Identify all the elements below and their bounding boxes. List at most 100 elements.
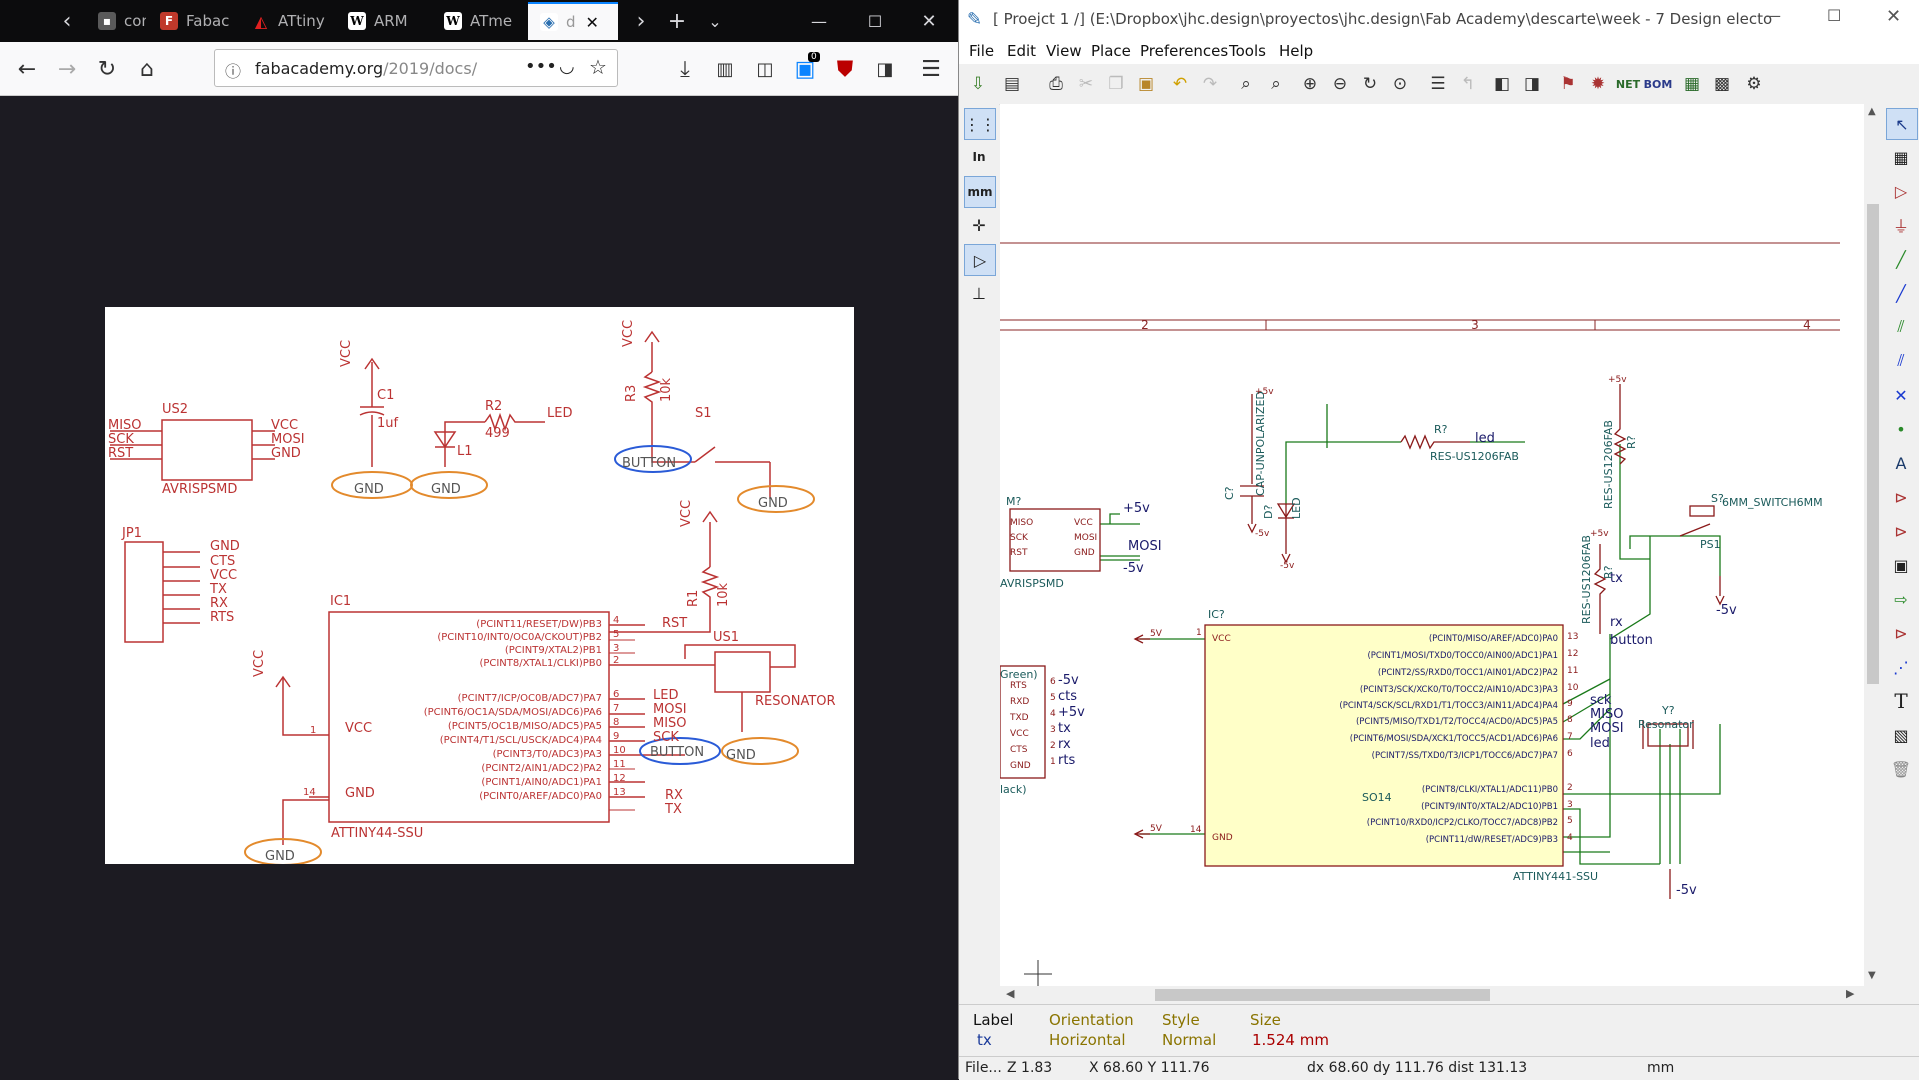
copy-icon[interactable]: ❐: [1101, 69, 1131, 99]
scripting-icon[interactable]: ⚙: [1739, 69, 1769, 99]
reader-icon[interactable]: ◨: [868, 52, 902, 86]
sheet-setup-icon[interactable]: ▤: [997, 69, 1027, 99]
schematic-canvas[interactable]: 2 3 4: [1000, 104, 1882, 990]
pocket-icon[interactable]: ◡: [559, 56, 575, 77]
maximize-icon[interactable]: ☐: [1827, 6, 1841, 25]
page-actions-icon[interactable]: •••: [525, 56, 557, 77]
add-hier-label-icon[interactable]: ⊳: [1886, 516, 1916, 546]
info-icon[interactable]: ⓘ: [225, 58, 241, 82]
menu-edit[interactable]: Edit: [1007, 42, 1036, 60]
vertical-scrollbar[interactable]: ▲ ▼: [1864, 104, 1882, 990]
back-icon[interactable]: ←: [10, 52, 44, 86]
library-icon[interactable]: ▥: [708, 52, 742, 86]
bus-to-bus-icon[interactable]: ⫽: [1886, 346, 1916, 376]
list-tabs-icon[interactable]: ⌄: [700, 6, 730, 36]
import-sheet-pin-icon[interactable]: ⇨: [1886, 584, 1916, 614]
reload-icon[interactable]: ↻: [90, 52, 124, 86]
bookmark-star-icon[interactable]: ☆: [589, 55, 607, 79]
delete-icon[interactable]: 🗑: [1886, 754, 1916, 784]
zoom-out-icon[interactable]: ⊖: [1325, 69, 1355, 99]
highlight-net-icon[interactable]: ▦: [1886, 142, 1916, 172]
add-bus-icon[interactable]: ╱: [1886, 278, 1916, 308]
redo-icon[interactable]: ↷: [1195, 69, 1225, 99]
paste-icon[interactable]: ▣: [1131, 69, 1161, 99]
tab-scroll-left-icon[interactable]: ‹: [52, 6, 82, 36]
home-icon[interactable]: ⌂: [130, 52, 164, 86]
forward-icon[interactable]: →: [50, 52, 84, 86]
add-sheet-pin-icon[interactable]: ⊳: [1886, 618, 1916, 648]
zoom-fit-icon[interactable]: ⊙: [1385, 69, 1415, 99]
ublock-icon[interactable]: ⛊: [828, 52, 862, 86]
extension-icon[interactable]: ▣0: [788, 52, 822, 86]
add-wire-icon[interactable]: ╱: [1886, 244, 1916, 274]
orthogonal-icon[interactable]: ⊥: [964, 278, 994, 308]
maximize-icon[interactable]: ☐: [860, 6, 890, 36]
add-symbol-icon[interactable]: ▷: [1886, 176, 1916, 206]
url-text[interactable]: fabacademy.org/2019/docs/: [255, 59, 477, 78]
add-label-icon[interactable]: A: [1886, 448, 1916, 478]
minimize-icon[interactable]: —: [1765, 6, 1781, 25]
annotate-icon[interactable]: ⚑: [1553, 69, 1583, 99]
netlist-icon[interactable]: NET: [1613, 69, 1643, 99]
zoom-in-icon[interactable]: ⊕: [1295, 69, 1325, 99]
vertical-scrollbar-thumb[interactable]: [1867, 204, 1879, 684]
add-sheet-icon[interactable]: ▣: [1886, 550, 1916, 580]
tab-atmel[interactable]: W ATme: [432, 2, 518, 40]
tab-fabacademy[interactable]: F Fabac: [148, 2, 234, 40]
menu-view[interactable]: View: [1046, 42, 1082, 60]
tab-arm[interactable]: W ARM: [336, 2, 422, 40]
scroll-right-icon[interactable]: ▶: [1846, 987, 1854, 1000]
menu-preferences[interactable]: Preferences: [1140, 42, 1228, 60]
horizontal-scrollbar-thumb[interactable]: [1155, 989, 1490, 1001]
add-global-label-icon[interactable]: ⊳: [1886, 482, 1916, 512]
new-tab-icon[interactable]: +: [662, 6, 692, 36]
menu-help[interactable]: Help: [1279, 42, 1313, 60]
scroll-left-icon[interactable]: ◀: [1006, 987, 1014, 1000]
erc-icon[interactable]: ✹: [1583, 69, 1613, 99]
tab-comp[interactable]: ▪ comp: [86, 2, 146, 40]
undo-icon[interactable]: ↶: [1165, 69, 1195, 99]
zoom-refresh-icon[interactable]: ↻: [1355, 69, 1385, 99]
select-tool-icon[interactable]: ↖: [1886, 108, 1918, 140]
url-bar[interactable]: ⓘ fabacademy.org/2019/docs/ ••• ◡ ☆: [214, 49, 618, 87]
scroll-up-icon[interactable]: ▲: [1868, 106, 1876, 117]
add-image-icon[interactable]: ▧: [1886, 720, 1916, 750]
cut-icon[interactable]: ✂: [1071, 69, 1101, 99]
pcbnew-icon[interactable]: ▩: [1707, 69, 1737, 99]
menu-place[interactable]: Place: [1091, 42, 1131, 60]
scroll-down-icon[interactable]: ▼: [1868, 970, 1876, 981]
leave-sheet-icon[interactable]: ↰: [1453, 69, 1483, 99]
hierarchy-icon[interactable]: ☰: [1423, 69, 1453, 99]
grid-toggle-icon[interactable]: ⋮⋮: [964, 108, 996, 140]
find-replace-icon[interactable]: ⌕: [1261, 69, 1291, 99]
menu-file[interactable]: File: [969, 42, 994, 60]
wire-to-bus-icon[interactable]: ⫽: [1886, 312, 1916, 342]
tab-scroll-right-icon[interactable]: ›: [626, 6, 656, 36]
tab-active[interactable]: ◈ d ✕: [528, 2, 618, 40]
no-connect-icon[interactable]: ✕: [1886, 380, 1916, 410]
downloads-icon[interactable]: ⤓: [668, 52, 702, 86]
library-editor-icon[interactable]: ◧: [1487, 69, 1517, 99]
library-browser-icon[interactable]: ◨: [1517, 69, 1547, 99]
minimize-icon[interactable]: —: [804, 6, 834, 36]
add-graphic-line-icon[interactable]: ⋰: [1886, 652, 1916, 682]
bom-icon[interactable]: BOM: [1643, 69, 1673, 99]
open-project-icon[interactable]: ⇩: [963, 69, 993, 99]
menu-icon[interactable]: ☰: [914, 52, 948, 86]
close-window-icon[interactable]: ✕: [914, 6, 944, 36]
add-text-icon[interactable]: T: [1886, 686, 1916, 716]
assign-footprints-icon[interactable]: ▦: [1677, 69, 1707, 99]
find-icon[interactable]: ⌕: [1231, 69, 1261, 99]
units-inch-button[interactable]: In: [964, 142, 994, 172]
add-power-icon[interactable]: ⏚: [1886, 210, 1916, 240]
print-icon[interactable]: ⎙: [1041, 69, 1071, 99]
hidden-pins-icon[interactable]: ▷: [964, 244, 996, 276]
cursor-shape-icon[interactable]: ✛: [964, 210, 994, 240]
close-window-icon[interactable]: ✕: [1886, 6, 1901, 27]
menu-tools[interactable]: Tools: [1229, 42, 1266, 60]
tab-attiny[interactable]: ◭ ATtiny: [240, 2, 326, 40]
sidebar-icon[interactable]: ◫: [748, 52, 782, 86]
add-junction-icon[interactable]: •: [1886, 414, 1916, 444]
horizontal-scrollbar[interactable]: ◀ ▶: [1000, 986, 1882, 1004]
close-tab-icon[interactable]: ✕: [586, 13, 599, 32]
